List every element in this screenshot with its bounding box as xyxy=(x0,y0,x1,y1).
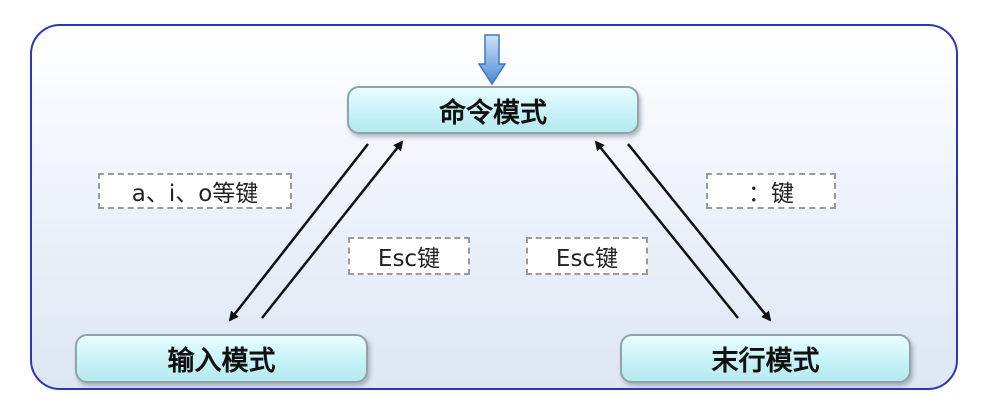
esc-key-label-left: Esc键 xyxy=(348,237,470,275)
entry-arrow-icon xyxy=(478,34,506,86)
esc-key-text-right: Esc键 xyxy=(555,246,619,272)
colon-key-text: ：键 xyxy=(748,181,794,207)
last-line-mode-label: 末行模式 xyxy=(711,346,820,377)
last-line-mode-box: 末行模式 xyxy=(620,334,911,383)
arrow-command-to-insert xyxy=(228,143,369,322)
esc-key-text-left: Esc键 xyxy=(377,246,441,272)
esc-key-label-right: Esc键 xyxy=(526,237,648,275)
insert-keys-label: a、i、o等键 xyxy=(98,173,292,209)
arrow-insert-to-command xyxy=(261,140,404,319)
command-mode-label: 命令模式 xyxy=(439,97,547,129)
command-mode-box: 命令模式 xyxy=(347,86,639,134)
arrow-command-to-lastline xyxy=(627,143,772,322)
arrow-lastline-to-command xyxy=(594,140,739,319)
insert-keys-text: a、i、o等键 xyxy=(131,181,259,207)
insert-mode-label: 输入模式 xyxy=(167,346,276,377)
insert-mode-box: 输入模式 xyxy=(75,334,368,383)
colon-key-label: ：键 xyxy=(706,173,836,209)
